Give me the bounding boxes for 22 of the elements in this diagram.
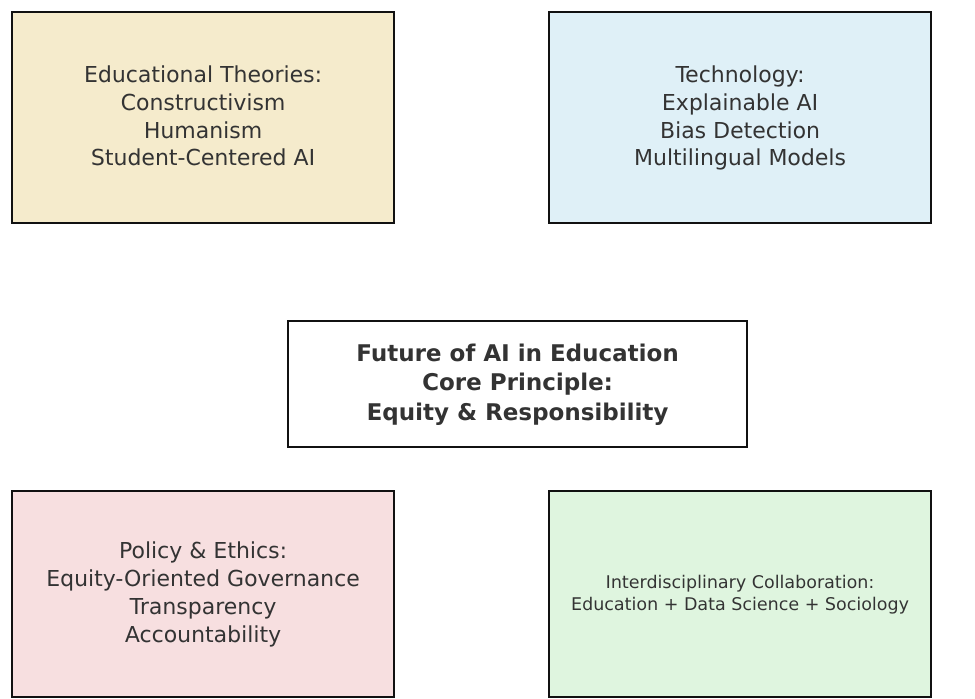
box-text: Core Principle:	[422, 369, 613, 398]
box-text: Transparency	[130, 594, 276, 622]
text-box	[548, 490, 932, 698]
box-heading: Policy & Ethics:	[119, 538, 287, 566]
box-heading: Educational Theories:	[84, 62, 322, 90]
box-text: Equity-Oriented Governance	[46, 566, 360, 594]
box-text: Constructivism	[120, 90, 286, 118]
box-heading: Interdisciplinary Collaboration:	[606, 572, 874, 594]
box-text: Accountability	[124, 622, 282, 650]
text-box	[11, 11, 395, 224]
box-text: Student-Centered AI	[90, 145, 316, 174]
text-box	[548, 11, 932, 224]
box-text: Education + Data Science + Sociology	[571, 594, 909, 616]
box-text: Explainable AI	[662, 90, 818, 118]
text-box	[287, 320, 748, 448]
box-heading: Technology:	[675, 62, 805, 90]
box-text: Equity & Responsibility	[366, 398, 668, 428]
box-text: Bias Detection	[660, 118, 820, 146]
box-text: Humanism	[144, 118, 262, 146]
box-heading: Future of AI in Education	[356, 340, 679, 370]
box-text: Multilingual Models	[634, 145, 846, 174]
text-box	[11, 490, 395, 698]
